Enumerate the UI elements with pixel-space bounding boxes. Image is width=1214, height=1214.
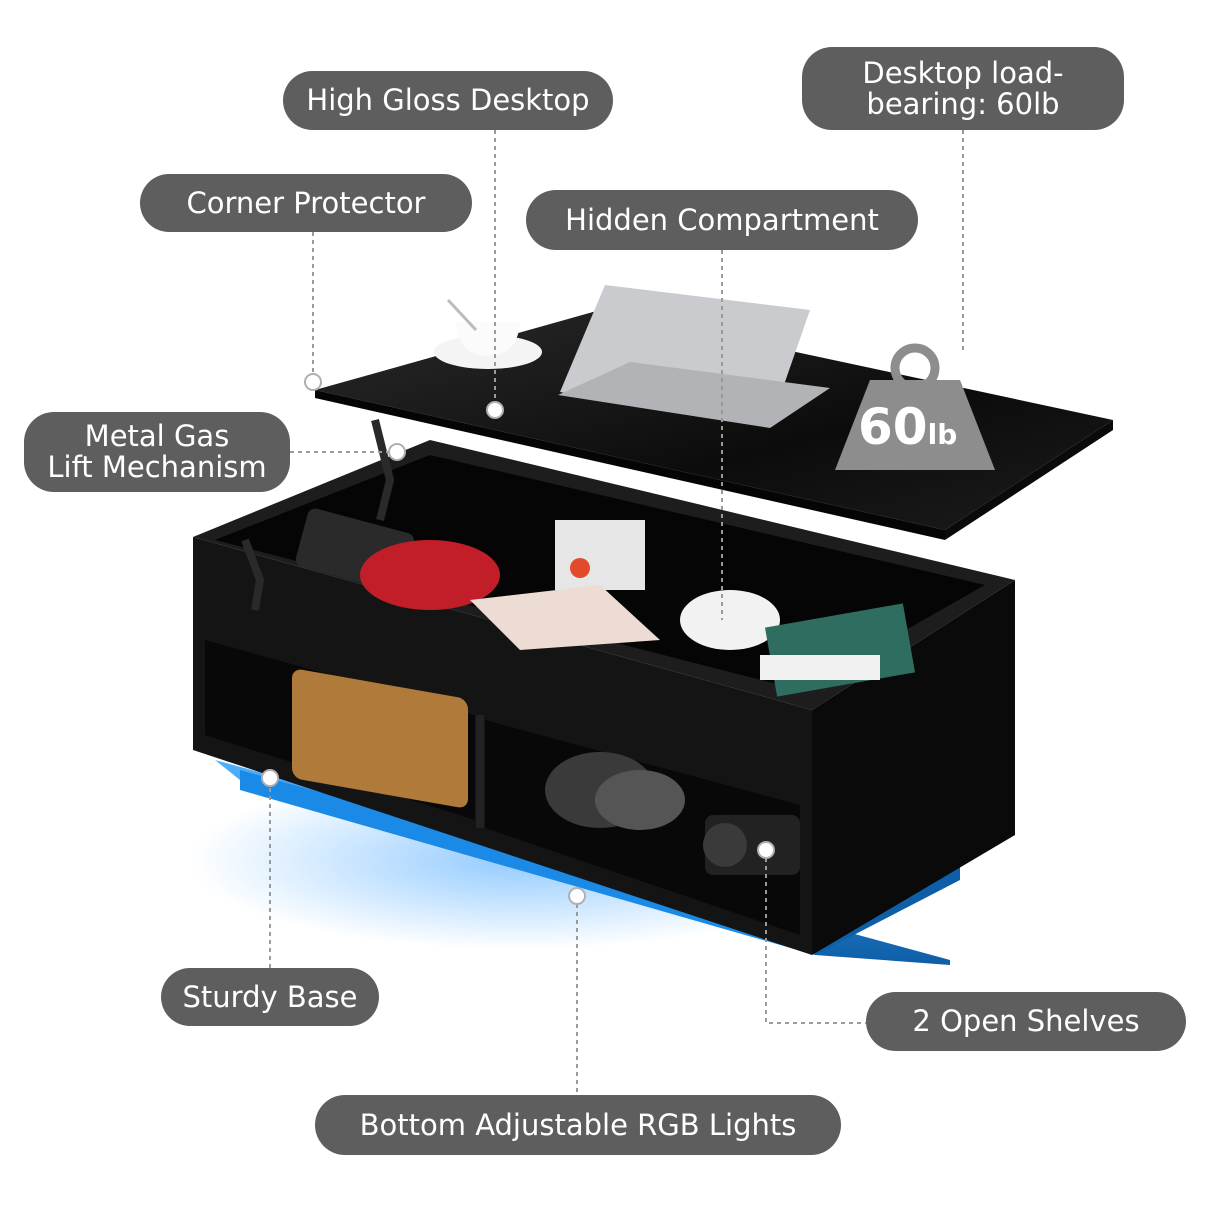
label-text: Corner Protector bbox=[186, 185, 426, 220]
label-high-gloss-desktop: High Gloss Desktop bbox=[283, 71, 613, 130]
coffee-box bbox=[555, 520, 645, 590]
label-text: 2 Open Shelves bbox=[912, 1004, 1140, 1038]
gas-lift-right bbox=[241, 538, 265, 611]
laptop-base bbox=[558, 362, 830, 428]
red-snack-bag bbox=[360, 540, 500, 610]
label-text: Sturdy Base bbox=[182, 979, 358, 1014]
label-text: Metal Gas Lift Mechanism bbox=[47, 419, 267, 484]
label-load-bearing: Desktop load- bearing: 60lb bbox=[802, 47, 1124, 130]
base-front bbox=[240, 770, 815, 955]
label-corner-protector: Corner Protector bbox=[140, 174, 472, 232]
callout-dots bbox=[261, 373, 775, 905]
label-gas-lift: Metal Gas Lift Mechanism bbox=[24, 412, 290, 492]
coffee-cup bbox=[455, 322, 520, 356]
callout-lines bbox=[269, 130, 964, 1095]
label-text: Bottom Adjustable RGB Lights bbox=[359, 1107, 797, 1142]
weight-badge-unit: lb bbox=[927, 418, 958, 451]
weight-badge-shape bbox=[835, 380, 995, 470]
gas-lift-left bbox=[371, 419, 395, 521]
table-body-side bbox=[812, 580, 1015, 955]
label-text: Desktop load- bearing: 60lb bbox=[862, 55, 1064, 121]
label-hidden-compartment: Hidden Compartment bbox=[526, 190, 918, 250]
label-text: High Gloss Desktop bbox=[306, 83, 590, 117]
game-controller bbox=[680, 590, 780, 650]
label-sturdy-base: Sturdy Base bbox=[161, 968, 379, 1026]
tea-packets bbox=[470, 585, 660, 650]
woven-basket bbox=[292, 669, 468, 808]
weight-badge-number: 60 bbox=[858, 398, 928, 456]
label-open-shelves: 2 Open Shelves bbox=[866, 992, 1186, 1051]
label-text: Hidden Compartment bbox=[565, 202, 879, 237]
weight-badge: 60lb bbox=[858, 400, 957, 462]
label-rgb-lights: Bottom Adjustable RGB Lights bbox=[315, 1095, 841, 1155]
